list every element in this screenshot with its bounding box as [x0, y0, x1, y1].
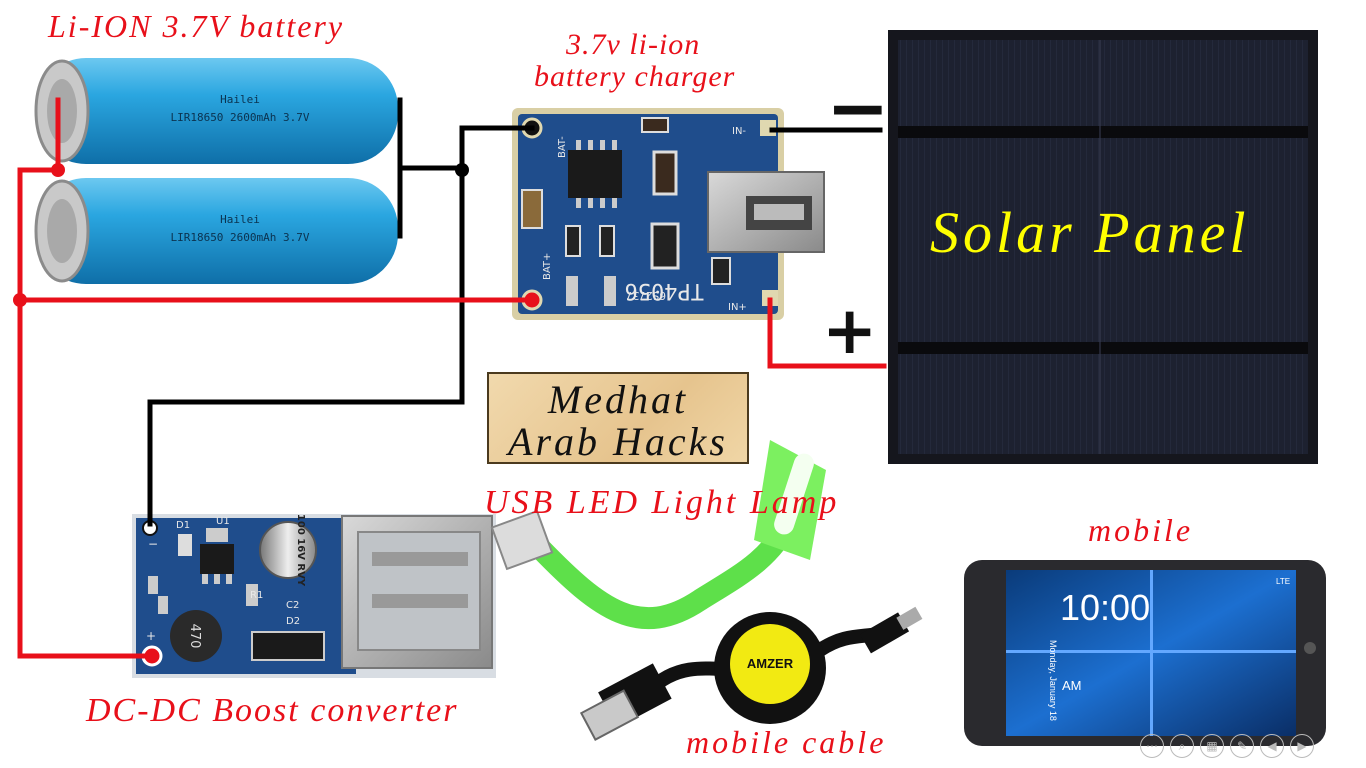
- solar-panel-label: Solar Panel: [930, 200, 1250, 265]
- battery-bottom: Hailei LIR18650 2600mAh 3.7V: [34, 178, 398, 284]
- charger-ic-code: 6S2737: [626, 289, 666, 302]
- badge-line1: Medhat: [547, 377, 689, 422]
- cable-brand-label: AMZER: [747, 656, 794, 671]
- charger-chip-label: TP4056: [625, 278, 704, 303]
- charger-label-line2: battery charger: [534, 60, 736, 93]
- charger-label-line1: 3.7v li-ion: [566, 28, 701, 61]
- pin-in-minus: IN-: [732, 126, 746, 137]
- mobile-cable-label: mobile cable: [686, 724, 887, 760]
- pen-icon[interactable]: ✎: [1230, 734, 1254, 758]
- pin-in-plus: IN+: [728, 302, 747, 313]
- more-icon[interactable]: ⋯: [1140, 734, 1164, 758]
- boost-c2: C2: [286, 600, 299, 611]
- phone-ampm: AM: [1062, 678, 1082, 693]
- usb-lamp-label: USB LED Light Lamp: [484, 484, 840, 521]
- boost-cap-label: 100 16V RVY: [295, 514, 306, 587]
- boost-minus-pin: −: [148, 537, 158, 551]
- battery-brand-top: Hailei: [220, 93, 260, 106]
- charger-board: BAT- BAT+ IN- IN+ TP4056 6S2737: [512, 108, 825, 320]
- boost-plus-pin: +: [146, 629, 156, 643]
- boost-u1: U1: [216, 516, 230, 527]
- solar-plus-sign: +: [822, 292, 878, 369]
- boost-board: 100 16V RVY 470 D1 U1 R1 C2 D2 − +: [132, 514, 496, 678]
- battery-top: Hailei LIR18650 2600mAh 3.7V: [34, 58, 398, 164]
- mobile-cable: AMZER: [579, 606, 923, 741]
- boost-d2: D2: [286, 616, 300, 627]
- next-icon[interactable]: ▶: [1290, 734, 1314, 758]
- boost-converter-label: DC-DC Boost converter: [86, 692, 459, 729]
- prev-icon[interactable]: ◀: [1260, 734, 1284, 758]
- wires: [13, 97, 887, 659]
- boost-r1: R1: [250, 590, 263, 601]
- pin-bat-minus: BAT-: [557, 136, 568, 158]
- boost-d1: D1: [176, 520, 190, 531]
- pin-bat-plus: BAT+: [542, 253, 553, 280]
- screen-icon[interactable]: ▦: [1200, 734, 1224, 758]
- battery-brand-bottom: Hailei: [220, 213, 260, 226]
- badge-line2: Arab Hacks: [508, 419, 728, 464]
- mobile-phone: 10:00 AM Monday, January 18 LTE: [964, 560, 1326, 746]
- slide-toolbar: ⋯ ⌕ ▦ ✎ ◀ ▶: [1140, 734, 1314, 762]
- battery-spec-top: LIR18650 2600mAh 3.7V: [170, 111, 309, 124]
- author-badge: Medhat Arab Hacks: [487, 372, 749, 464]
- phone-signal: LTE: [1276, 577, 1290, 586]
- phone-date: Monday, January 18: [1048, 640, 1058, 721]
- zoom-icon[interactable]: ⌕: [1170, 734, 1194, 758]
- solar-minus-sign: −: [826, 63, 890, 152]
- solar-panel: [888, 30, 1318, 464]
- battery-label: Li-ION 3.7V battery: [48, 8, 345, 44]
- usb-lamp: [490, 440, 826, 630]
- phone-time: 10:00: [1060, 587, 1150, 628]
- battery-spec-bottom: LIR18650 2600mAh 3.7V: [170, 231, 309, 244]
- boost-inductor-label: 470: [187, 624, 202, 649]
- mobile-label: mobile: [1088, 512, 1194, 548]
